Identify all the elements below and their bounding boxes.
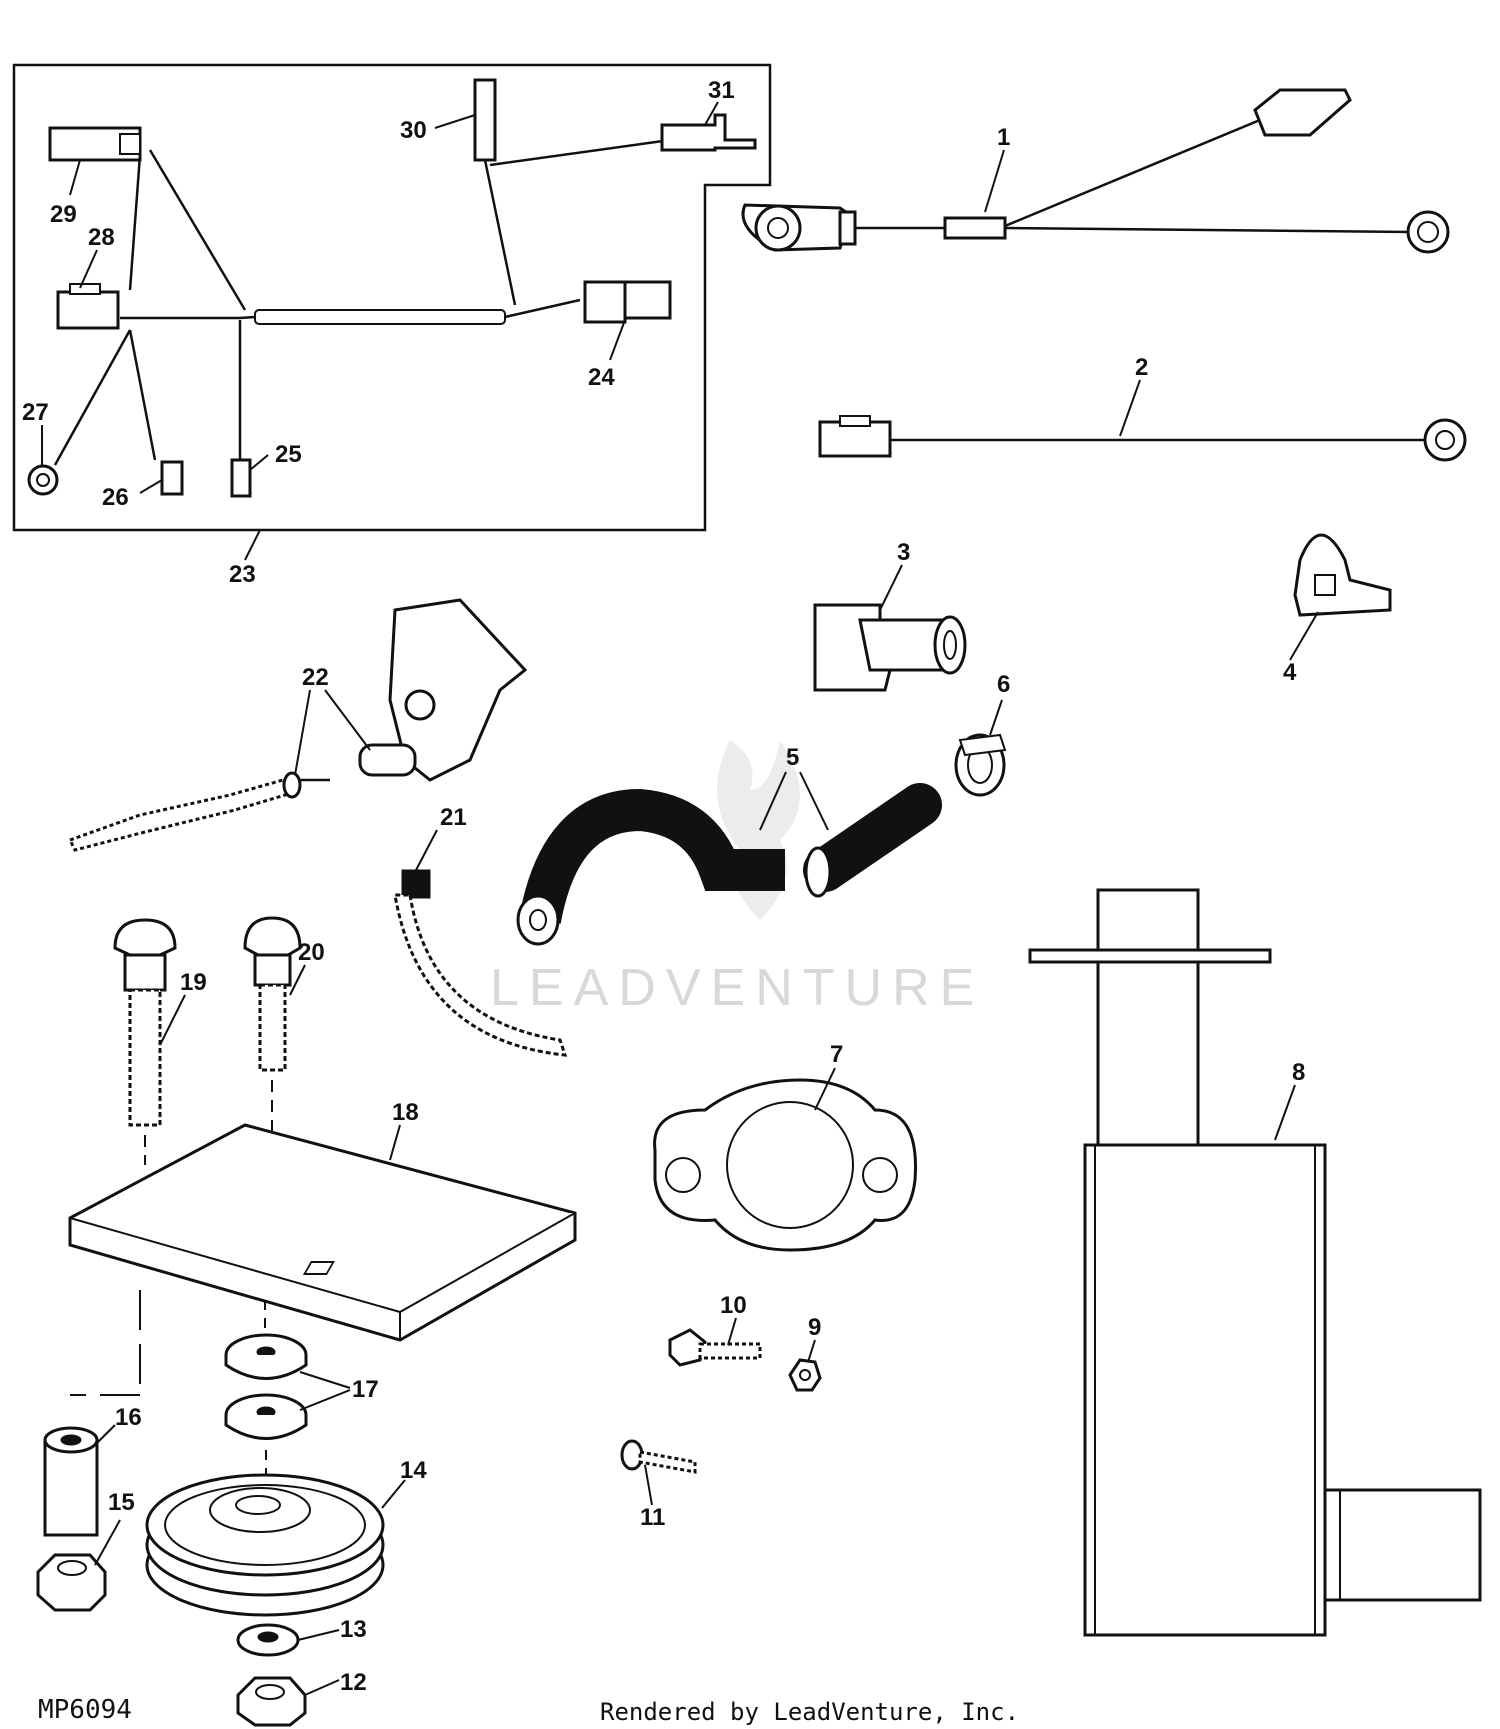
callout-31: 31 xyxy=(708,77,735,104)
carriage-bolt-19 xyxy=(113,918,177,1165)
mounting-plate xyxy=(68,1123,577,1396)
callout-19: 19 xyxy=(180,969,207,996)
callout-25: 25 xyxy=(275,441,302,468)
callout-21: 21 xyxy=(440,804,467,831)
tie-strap xyxy=(393,869,568,1057)
callout-12: 12 xyxy=(340,1669,367,1696)
watermark-text: LEADVENTURE xyxy=(490,959,984,1017)
callout-20: 20 xyxy=(298,939,325,966)
callout-3: 3 xyxy=(897,539,910,566)
callout-18: 18 xyxy=(392,1099,419,1126)
retaining-clip xyxy=(1293,533,1392,617)
callout-4: 4 xyxy=(1283,659,1297,686)
callout-6: 6 xyxy=(997,671,1010,698)
hex-nut-9 xyxy=(788,1358,822,1392)
callout-labels: 1 2 3 4 5 6 7 8 9 10 11 12 13 14 15 16 1… xyxy=(22,77,1305,1696)
callout-10: 10 xyxy=(720,1292,747,1319)
muffler xyxy=(1028,888,1482,1637)
callout-2: 2 xyxy=(1135,354,1148,381)
callout-14: 14 xyxy=(400,1457,427,1484)
wire-lead xyxy=(818,415,1467,462)
gasket xyxy=(653,1078,917,1252)
connector-body xyxy=(813,603,967,692)
spacer xyxy=(43,1426,99,1537)
wiring-harness-inset xyxy=(12,63,772,532)
hex-nut-15 xyxy=(36,1553,107,1612)
callout-24: 24 xyxy=(588,364,615,391)
callout-5: 5 xyxy=(786,744,799,771)
callout-30: 30 xyxy=(400,117,427,144)
callout-11: 11 xyxy=(640,1504,665,1531)
callout-15: 15 xyxy=(108,1489,135,1516)
washers xyxy=(224,1300,308,1440)
callout-9: 9 xyxy=(808,1314,821,1341)
carriage-bolt-20 xyxy=(243,916,302,1165)
callout-16: 16 xyxy=(115,1404,142,1431)
hoses xyxy=(516,783,942,946)
callout-28: 28 xyxy=(88,224,115,251)
callout-22: 22 xyxy=(302,664,329,691)
hex-bolt-10 xyxy=(668,1328,762,1367)
sensor-bracket xyxy=(67,598,528,852)
callout-17: 17 xyxy=(352,1376,379,1403)
callout-13: 13 xyxy=(340,1616,367,1643)
callout-1: 1 xyxy=(997,124,1010,151)
callout-23: 23 xyxy=(229,561,256,588)
callout-7: 7 xyxy=(830,1041,843,1068)
render-credit: Rendered by LeadVenture, Inc. xyxy=(600,1698,1019,1726)
diagram-code: MP6094 xyxy=(38,1695,132,1725)
callout-26: 26 xyxy=(102,484,129,511)
callout-8: 8 xyxy=(1292,1059,1305,1086)
ground-cable-assembly xyxy=(741,88,1450,254)
callout-27: 27 xyxy=(22,399,49,426)
callout-29: 29 xyxy=(50,201,77,228)
hose-clamp xyxy=(954,733,1007,797)
screw-11 xyxy=(620,1439,697,1474)
washer-13 xyxy=(236,1623,300,1657)
pulley xyxy=(145,1450,385,1617)
hex-nut-12 xyxy=(236,1676,307,1727)
callout-leaders xyxy=(41,101,1319,1696)
